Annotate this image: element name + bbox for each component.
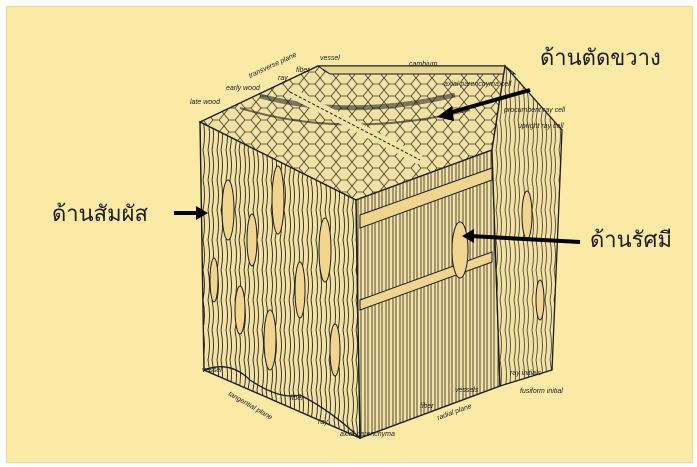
label-vessel-bottom: vessel [202, 367, 222, 374]
tangential-section-label: ด้านสัมผัส [52, 204, 148, 226]
label-fiber-top: fiber [296, 67, 310, 74]
label-vessel-top: vessel [320, 55, 340, 62]
label-fiber-radial: fiber [420, 403, 434, 410]
label-transverse-plane: transverse plane [248, 52, 298, 80]
label-ray-bottom: ray [318, 419, 328, 426]
label-vessels: vessels [455, 387, 479, 394]
label-ray-initials: ray initials [510, 370, 542, 377]
label-fusiform-initial: fusiform initial [520, 388, 563, 395]
label-late-wood: late wood [190, 99, 221, 106]
label-fiber-bottom: fiber [290, 395, 304, 402]
label-axial-parenchyma: axial parenchyma [340, 431, 395, 438]
label-early-wood: early wood [226, 85, 261, 92]
label-upright-ray-cell: upright ray cell [518, 123, 564, 130]
cross-section-label: ด้านตัดขวาง [540, 48, 661, 70]
label-procumbent-ray-cell: procumbent ray cell [503, 107, 566, 114]
label-cambium: cambium [409, 61, 438, 68]
label-axial-parenchyma-cell: axial parenchyma cell [444, 81, 512, 88]
label-ray-top: ray [278, 75, 288, 82]
radial-section-label: ด้านรัศมี [590, 230, 672, 252]
